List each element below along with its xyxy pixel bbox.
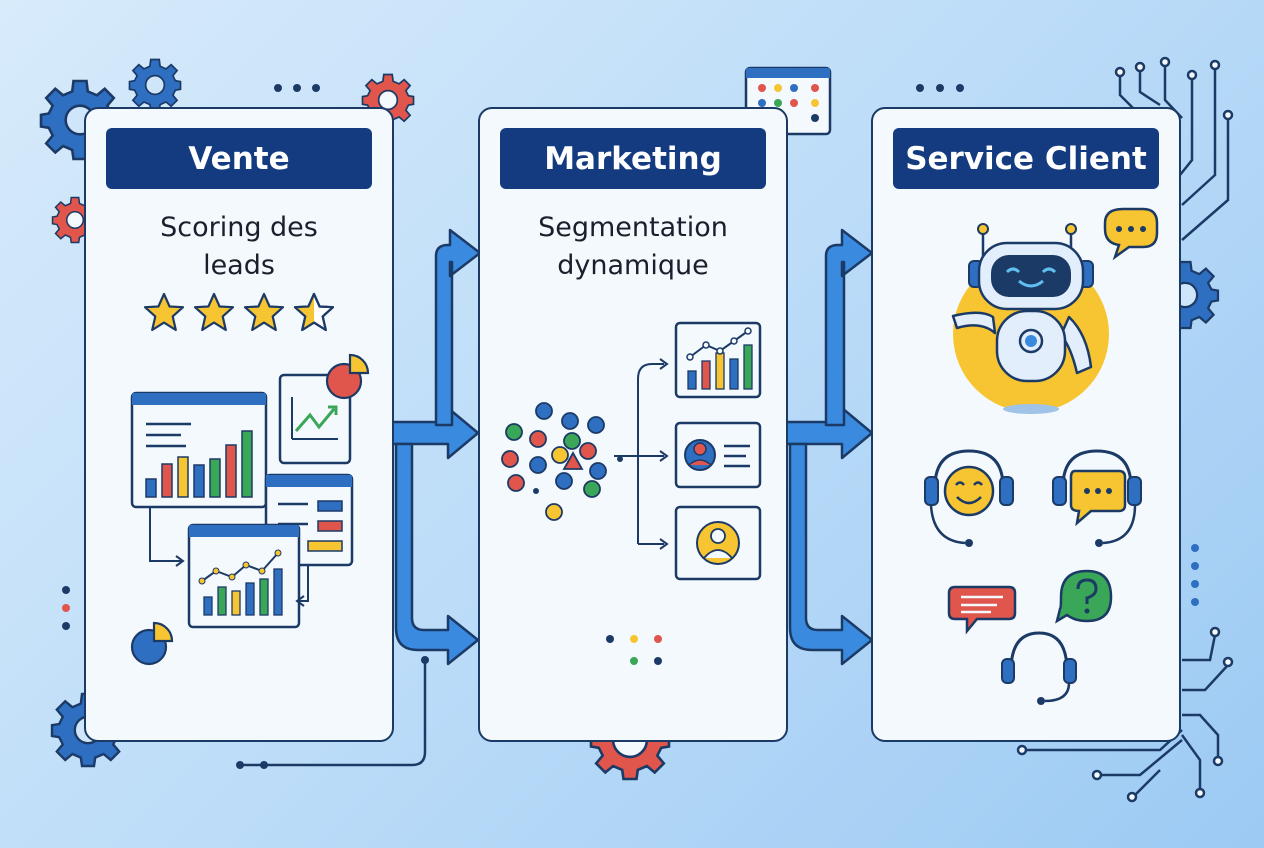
bar-chart-icon <box>674 321 762 399</box>
star-icon <box>193 292 235 332</box>
bar-chart-icon <box>130 391 268 509</box>
subtitle-line: dynamique <box>557 250 709 281</box>
panel-title: Marketing <box>500 128 766 189</box>
chat-bubble-icon <box>1103 207 1159 261</box>
flow-arrows-marketing-service <box>784 228 874 666</box>
subtitle-line: Scoring des <box>160 212 318 243</box>
panel-title: Vente <box>106 128 372 189</box>
panel-subtitle: Segmentation dynamique <box>488 209 778 285</box>
subtitle-line: leads <box>203 250 275 281</box>
flow-connectors <box>149 507 309 607</box>
panel-subtitle: Scoring des leads <box>94 209 384 285</box>
panel-vente: Vente Scoring des leads <box>84 107 394 742</box>
segment-branches <box>614 358 669 550</box>
star-icon <box>143 292 185 332</box>
service-illustration <box>924 207 1159 705</box>
subtitle-line: Segmentation <box>538 212 728 243</box>
gear-icon <box>128 58 182 112</box>
panel-title: Service Client <box>893 128 1159 189</box>
message-bubble-icon <box>947 585 1017 635</box>
trend-window-icon <box>187 523 301 629</box>
pie-chart-icon <box>325 353 370 400</box>
panel-marketing: Marketing Segmentation dynamique <box>478 107 788 742</box>
panel-service-client: Service Client <box>871 107 1181 742</box>
profile-card-icon <box>674 505 762 581</box>
gear-icon <box>51 196 99 244</box>
headset-icon <box>1001 631 1077 705</box>
headset-icon <box>1052 449 1142 547</box>
robot-icon <box>951 223 1109 414</box>
headset-icon <box>924 449 1014 547</box>
data-dot-cluster <box>501 402 623 521</box>
question-bubble-icon <box>1055 569 1113 624</box>
decorative-dots <box>62 84 1199 630</box>
star-icon <box>293 292 335 332</box>
star-rating <box>143 292 335 332</box>
vente-illustration <box>130 292 370 666</box>
user-card-icon <box>674 421 762 489</box>
marketing-illustration <box>501 321 762 665</box>
pie-chart-icon <box>130 621 174 666</box>
line-chart-icon <box>278 373 352 465</box>
decorative-dots <box>606 635 662 665</box>
star-icon <box>243 292 285 332</box>
flow-arrows-vente-marketing <box>390 228 482 666</box>
bottom-connector <box>236 656 429 769</box>
